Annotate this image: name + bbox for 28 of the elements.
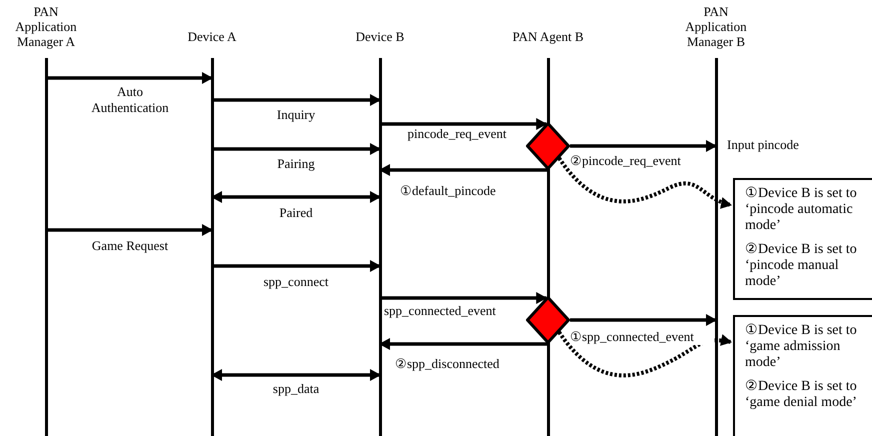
dotted-arrow: [557, 156, 732, 208]
note-box: [733, 315, 872, 436]
message-arrow: [570, 140, 717, 152]
participant-label: PAN Application Manager B: [684, 4, 748, 49]
participant-label: Device A: [186, 29, 238, 44]
participant-label: PAN Application Manager A: [14, 4, 78, 49]
message-arrow: [46, 72, 213, 84]
message-arrow: [46, 224, 213, 236]
message-arrow: [212, 260, 381, 272]
message-arrow: [211, 369, 381, 381]
dotted-arrow: [557, 330, 732, 378]
participant-label: Device B: [354, 29, 406, 44]
edge-label: ①spp_connected_event: [570, 329, 713, 345]
note-text: ①Device B is set to ‘game admission mode’: [745, 323, 858, 371]
message-arrow: [212, 94, 381, 106]
note-text: ②Device B is set to ‘game denial mode’: [745, 379, 858, 411]
message-arrow: [211, 191, 381, 203]
message-arrow: [379, 164, 548, 176]
message-note: Input pincode: [727, 137, 799, 153]
message-arrow: [380, 118, 548, 130]
note-text: ①Device B is set to ‘pincode automatic mode’: [745, 186, 858, 234]
note-box: [733, 178, 872, 300]
message-arrow: [380, 292, 548, 304]
message-arrow: [570, 314, 717, 326]
note-text: ②Device B is set to ‘pincode manual mode’: [745, 242, 858, 290]
participant-label: PAN Agent B: [511, 29, 585, 44]
message-arrow: [212, 143, 381, 155]
message-arrow: [379, 338, 548, 350]
